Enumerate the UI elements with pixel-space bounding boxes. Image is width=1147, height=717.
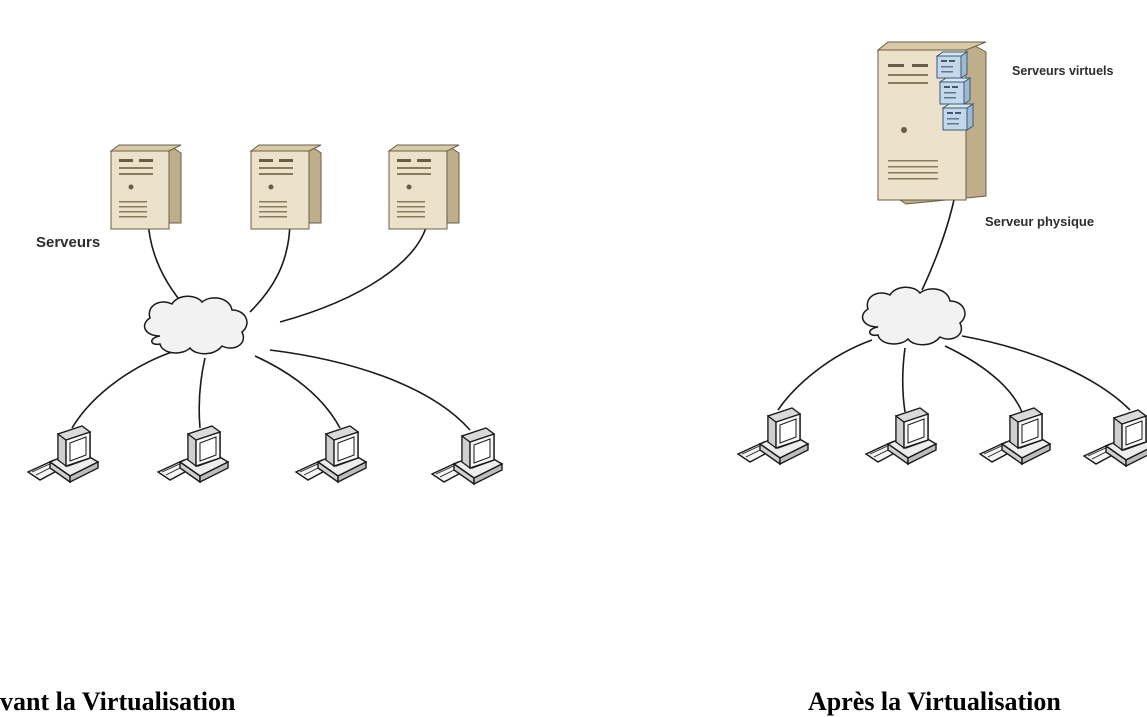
workstation-icon (295, 425, 367, 483)
workstation-icon (979, 407, 1051, 465)
workstation-icon (1083, 409, 1147, 467)
workstation-icon (737, 407, 809, 465)
before-caption: vant la Virtualisation (0, 687, 236, 716)
virtual-server-icon (936, 51, 968, 79)
link-server-3 (279, 219, 429, 323)
link-client-2 (901, 347, 906, 413)
workstation-icon (27, 425, 99, 483)
before-connections (71, 219, 471, 431)
link-client-4 (961, 335, 1131, 411)
server-tower-icon (250, 144, 322, 230)
server-tower-icon (110, 144, 182, 230)
before-diagram: Serveurs (27, 144, 503, 485)
link-client-4 (269, 349, 471, 431)
virtual-server-icon (939, 77, 971, 105)
servers-label: Serveurs (36, 234, 100, 251)
workstation-icon (865, 407, 937, 465)
link-client-3 (254, 355, 341, 429)
link-client-2 (198, 357, 206, 429)
network-cloud-icon (861, 286, 966, 346)
link-client-3 (944, 345, 1023, 413)
link-client-1 (71, 349, 179, 429)
workstation-icon (431, 427, 503, 485)
server-tower-icon (388, 144, 460, 230)
link-client-1 (777, 339, 873, 411)
after-diagram: Serveurs virtuels Serveur physique (737, 41, 1147, 467)
after-caption: Après la Virtualisation (808, 687, 1061, 716)
physical-server-label: Serveur physique (985, 214, 1094, 229)
virtual-server-icon (942, 103, 974, 131)
virtual-servers-label: Serveurs virtuels (1012, 64, 1113, 78)
link-server-2 (249, 219, 291, 313)
network-cloud-icon (143, 295, 248, 355)
workstation-icon (157, 425, 229, 483)
